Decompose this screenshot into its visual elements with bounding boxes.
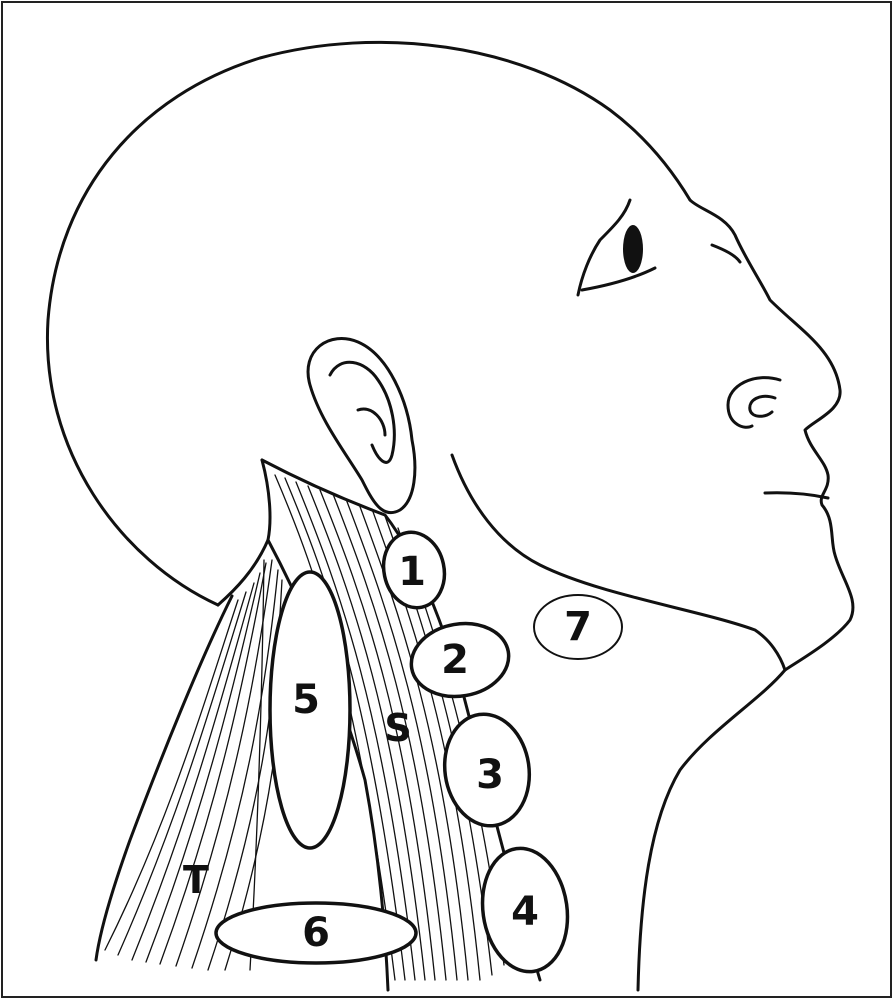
eye-pupil [623,225,643,273]
eye-lower [582,268,655,290]
trapezius-label: T [183,858,209,902]
node-1-label: 1 [398,549,426,595]
node-2-label: 2 [441,637,469,683]
ear-canal [358,409,385,435]
face-profile [690,200,853,670]
node-3-label: 3 [476,752,504,798]
nostril-inner [750,396,775,416]
node-4-label: 4 [511,889,539,935]
node-5: 5 [270,572,350,848]
mouth-line [765,493,828,498]
node-1: 1 [377,527,451,614]
nostril-outer [728,378,780,428]
head-outline [47,42,690,605]
sternocleidomastoid-label: S [384,706,411,750]
node-2: 2 [405,616,514,704]
node-5-label: 5 [292,677,320,723]
node-6: 6 [216,903,416,963]
throat-line [638,670,785,990]
node-6-label: 6 [302,910,330,956]
node-3: 3 [438,709,537,832]
node-7: 7 [534,595,622,659]
brow-line [712,245,740,262]
node-7-label: 7 [564,604,592,650]
